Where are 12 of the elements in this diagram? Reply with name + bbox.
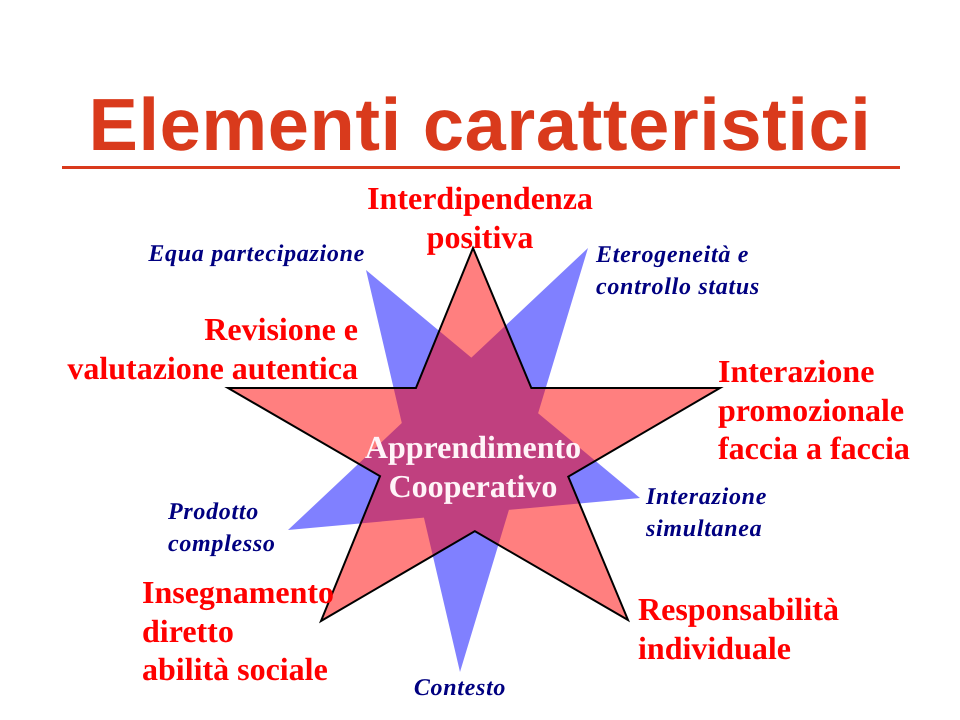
star-point-label: Prodotto complesso (168, 498, 276, 559)
title: Elementi caratteristici (88, 83, 872, 167)
star-point-label: Equa partecipazione (148, 240, 365, 269)
star-point-label: Interazione simultanea (646, 483, 768, 544)
center-label: Apprendimento Cooperativo (364, 428, 582, 505)
star-point-label: Revisione e valutazione autentica (67, 310, 358, 387)
star-point-label: Insegnamento diretto abilità sociale (142, 573, 334, 688)
star-point-label: Interazione promozionale faccia a faccia (718, 352, 910, 468)
star-point-label: Responsabilità individuale (638, 590, 839, 667)
star-point-label: Contesto (414, 674, 506, 703)
star-point-label: Interdipendenza positiva (367, 179, 593, 256)
star-point-label: Eterogeneità e controllo status (596, 241, 760, 302)
